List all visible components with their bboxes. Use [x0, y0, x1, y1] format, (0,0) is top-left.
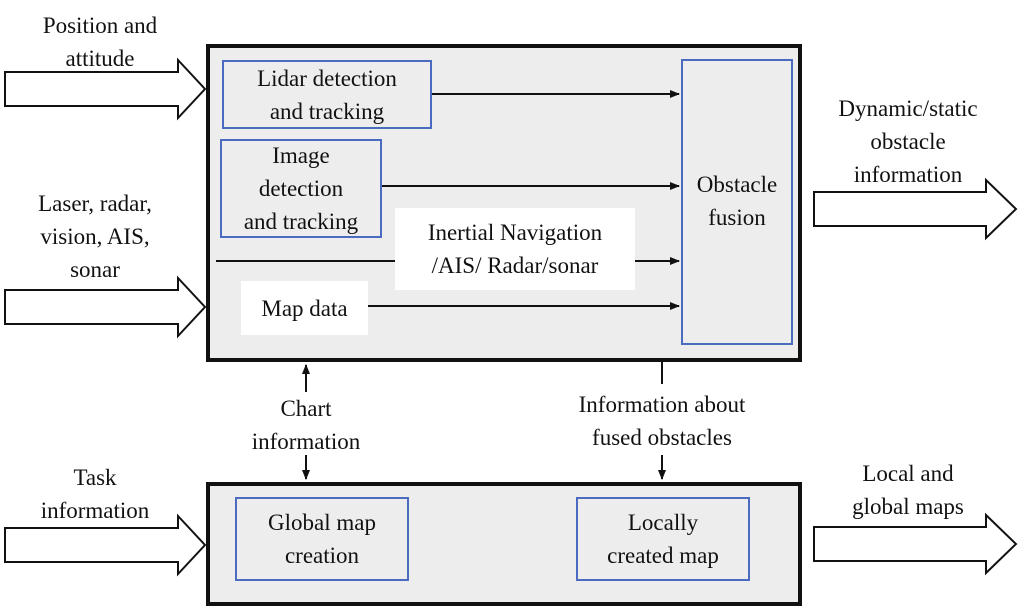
- output-arrow-maps: [813, 512, 1018, 576]
- input-arrow-sensors: [4, 275, 207, 339]
- sensors-line-3: sonar: [70, 257, 120, 282]
- label-task-information: Task information: [10, 461, 180, 527]
- image-line-1: Image: [272, 143, 330, 168]
- label-sensors: Laser, radar, vision, AIS, sonar: [10, 187, 180, 286]
- inertial-line-2: /AIS/ Radar/sonar: [431, 253, 599, 278]
- global-line-1: Global map: [268, 510, 376, 535]
- image-detection-box: Image detection and tracking: [220, 139, 382, 238]
- sensors-line-2: vision, AIS,: [40, 224, 150, 249]
- obstacle-info-line-3: information: [853, 162, 963, 187]
- task-line-1: Task: [73, 465, 117, 490]
- fused-line-2: fused obstacles: [592, 425, 732, 450]
- fusion-line-1: Obstacle: [696, 172, 778, 197]
- label-fused-obstacles: Information about fused obstacles: [532, 388, 792, 454]
- label-obstacle-information: Dynamic/static obstacle information: [808, 92, 1008, 191]
- position-line-1: Position and: [42, 13, 158, 38]
- image-line-2: detection: [258, 176, 344, 201]
- inertial-line-1: Inertial Navigation: [427, 220, 603, 245]
- label-local-global-maps: Local and global maps: [808, 457, 1008, 523]
- local-line-1: Locally: [627, 510, 699, 535]
- map-data-text: Map data: [261, 295, 348, 321]
- input-arrow-task: [4, 513, 207, 577]
- maps-line-2: global maps: [852, 494, 964, 519]
- position-line-2: attitude: [65, 46, 135, 71]
- task-line-2: information: [40, 498, 150, 523]
- lidar-detection-box: Lidar detection and tracking: [222, 60, 432, 129]
- global-map-box: Global map creation: [235, 497, 409, 581]
- map-data-label: Map data: [241, 281, 368, 335]
- obstacle-info-line-1: Dynamic/static: [838, 96, 978, 121]
- local-map-box: Locally created map: [576, 497, 750, 581]
- obstacle-fusion-box: Obstacle fusion: [681, 59, 793, 345]
- maps-line-1: Local and: [862, 461, 954, 486]
- label-position-attitude: Position and attitude: [10, 9, 190, 75]
- chart-line-1: Chart: [280, 396, 332, 421]
- image-line-3: and tracking: [243, 209, 359, 234]
- lidar-line-1: Lidar detection: [257, 65, 397, 91]
- sensors-line-1: Laser, radar,: [38, 191, 152, 216]
- obstacle-info-line-2: obstacle: [870, 129, 946, 154]
- fusion-line-2: fusion: [708, 205, 766, 230]
- inertial-navigation-label: Inertial Navigation /AIS/ Radar/sonar: [395, 208, 635, 290]
- fused-line-1: Information about: [578, 392, 746, 417]
- local-line-2: created map: [607, 543, 719, 568]
- input-arrow-position: [4, 57, 207, 121]
- global-line-2: creation: [284, 543, 360, 568]
- chart-line-2: information: [251, 429, 361, 454]
- output-arrow-obstacle: [813, 177, 1018, 241]
- lidar-line-2: and tracking: [269, 98, 385, 124]
- label-chart-information: Chart information: [226, 392, 386, 458]
